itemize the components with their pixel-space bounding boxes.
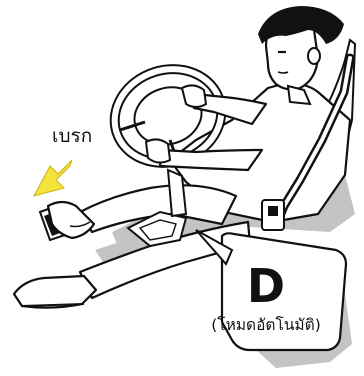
driver-hand-upper [182, 85, 206, 107]
arrow-icon [34, 160, 72, 196]
brake-label: เบรก [52, 125, 92, 147]
driver-shoe-lower [14, 276, 96, 308]
gear-letter: D [247, 259, 285, 313]
driver-arm-lower [160, 150, 262, 170]
gear-mode-label: (โหมดอัตโนมัติ) [211, 316, 321, 334]
driver-hand-lower [146, 139, 170, 162]
